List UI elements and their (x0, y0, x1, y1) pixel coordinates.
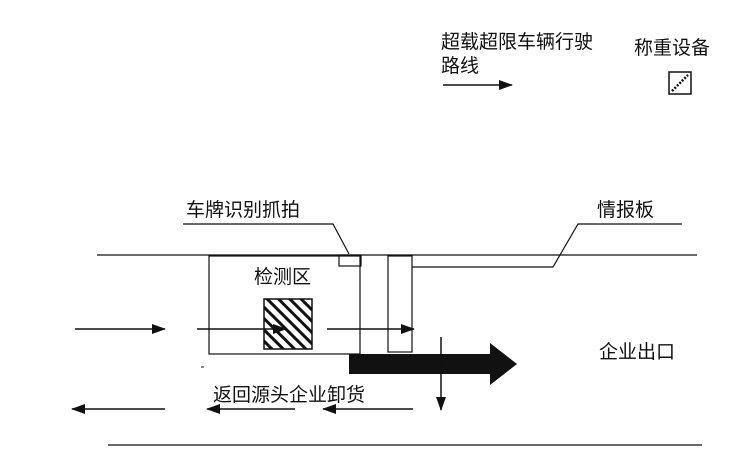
detection-zone-label: 检测区 (254, 266, 312, 288)
info-board-pole (387, 255, 413, 353)
detection-zone-box (208, 255, 361, 355)
exit-thick-arrow (349, 343, 517, 385)
info-board-label: 情报板 (597, 199, 655, 221)
weighing-device (263, 298, 313, 350)
legend-route-label-line2: 路线 (441, 55, 480, 77)
legend-weighing-label: 称重设备 (634, 37, 711, 59)
legend-route-label-line1: 超载超限车辆行驶 (441, 31, 594, 53)
legend-weighing-icon (668, 71, 692, 95)
enterprise-exit-label: 企业出口 (599, 341, 676, 363)
plate-capture-label: 车牌识别抓拍 (186, 199, 301, 221)
camera-box (338, 254, 362, 267)
info-board-leader (412, 223, 682, 268)
plate-capture-leader (183, 223, 350, 255)
return-unload-label: 返回源头企业卸货 (213, 384, 366, 406)
